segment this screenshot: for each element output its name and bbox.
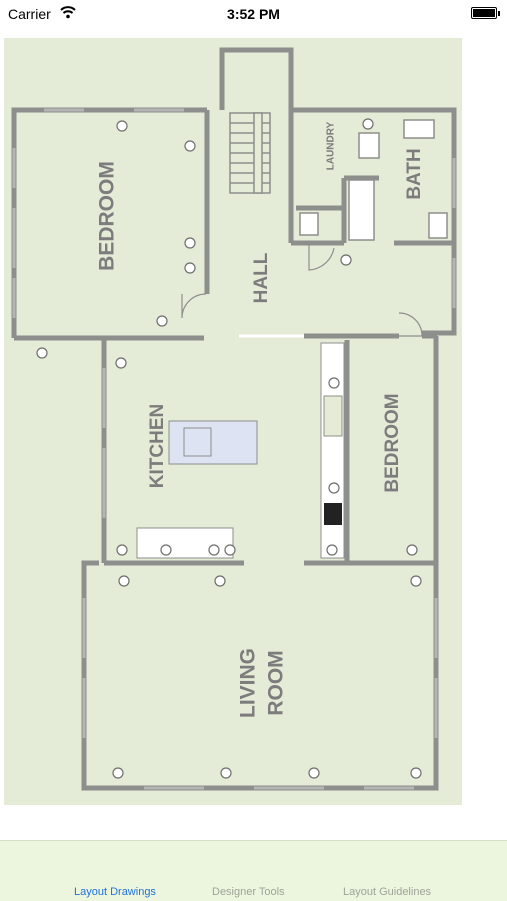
room-label-bedroom-right: BEDROOM xyxy=(382,393,403,492)
room-label-laundry: LAUNDRY xyxy=(326,121,337,170)
room-label-kitchen: KITCHEN xyxy=(147,404,168,488)
tab-layout-guidelines[interactable]: Layout Guidelines xyxy=(343,886,432,898)
tab-designer-tools[interactable]: Designer Tools xyxy=(212,886,285,898)
floor-plan[interactable]: BEDROOM HALL LAUNDRY BATH KITCHEN BEDROO… xyxy=(4,38,462,805)
tab-layout-drawings[interactable]: Layout Drawings xyxy=(74,886,156,898)
doors xyxy=(181,243,423,337)
windows xyxy=(12,108,456,790)
status-bar: Carrier 3:52 PM xyxy=(0,0,507,28)
room-label-room: ROOM xyxy=(265,650,288,715)
room-label-bedroom-left: BEDROOM xyxy=(96,161,119,271)
bath-fixtures xyxy=(299,119,448,241)
room-label-hall: HALL xyxy=(251,252,272,303)
carrier-label: Carrier xyxy=(8,6,51,22)
tab-bar: Layout Drawings Designer Tools Layout Gu… xyxy=(0,840,507,901)
battery-icon xyxy=(471,7,500,19)
staircase xyxy=(229,112,271,194)
kitchen-fixtures xyxy=(136,342,345,559)
outlet-symbols xyxy=(36,118,422,779)
room-label-living: LIVING xyxy=(237,648,260,718)
floor-plan-drawing: BEDROOM HALL LAUNDRY BATH KITCHEN BEDROO… xyxy=(11,47,457,791)
clock: 3:52 PM xyxy=(227,6,280,22)
wifi-icon xyxy=(60,6,76,19)
room-label-bath: BATH xyxy=(404,148,425,199)
